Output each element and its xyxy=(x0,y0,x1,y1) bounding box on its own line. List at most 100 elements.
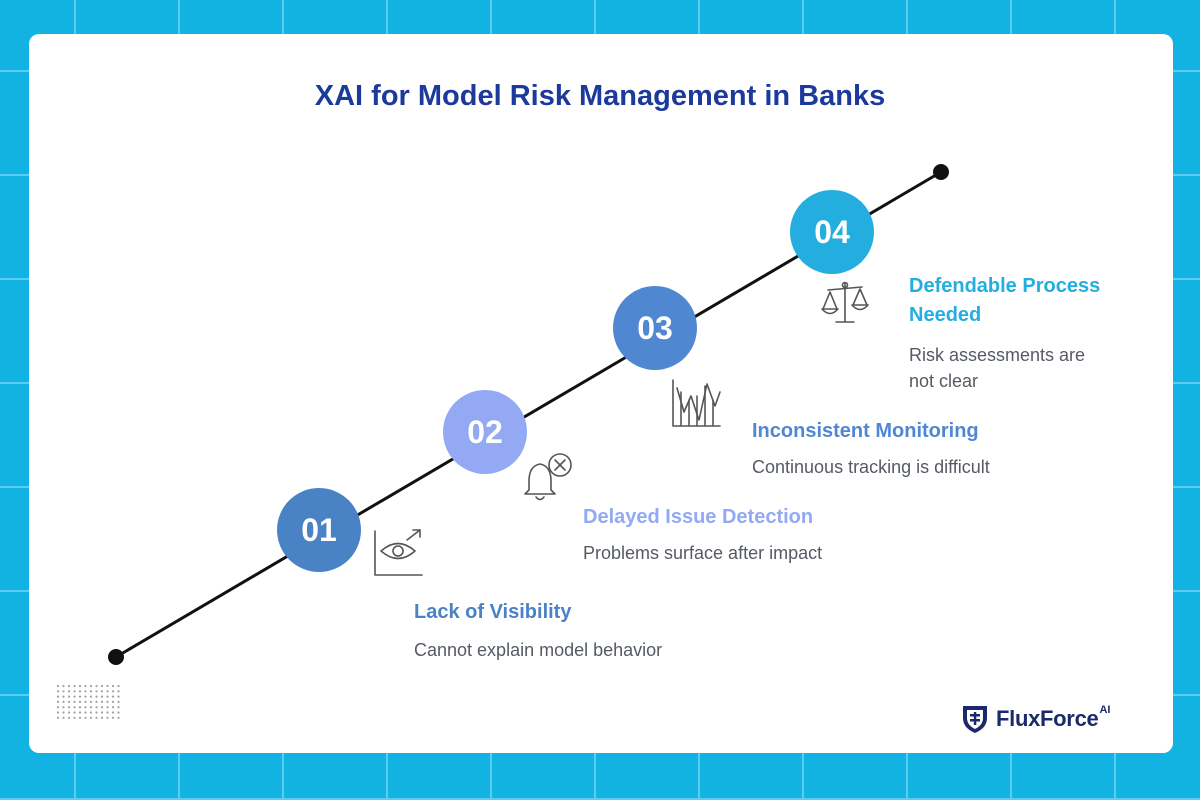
decorative-dot xyxy=(78,700,82,704)
step-03-description: Continuous tracking is difficult xyxy=(752,457,990,477)
decorative-dot xyxy=(62,706,65,709)
decorative-dot xyxy=(117,690,120,693)
decorative-dot xyxy=(67,695,71,698)
step-04-description: Risk assessments are not clear xyxy=(909,345,1086,391)
decorative-dot xyxy=(111,690,115,693)
decorative-dot xyxy=(84,711,87,714)
decorative-dot xyxy=(84,700,87,704)
decorative-dot xyxy=(89,695,93,698)
decorative-dot xyxy=(100,700,104,704)
decorative-dot xyxy=(67,684,71,688)
decorative-dot xyxy=(106,711,109,714)
step-02-description: Problems surface after impact xyxy=(583,543,823,563)
dot-grid-decoration xyxy=(56,684,120,719)
decorative-dot xyxy=(106,690,109,693)
decorative-dot xyxy=(78,695,82,698)
decorative-dot xyxy=(84,716,87,719)
decorative-dot xyxy=(117,716,120,719)
timeline-start-dot xyxy=(108,649,124,665)
decorative-dot xyxy=(73,700,76,704)
decorative-dot xyxy=(84,695,87,698)
step-01-number: 01 xyxy=(301,511,337,548)
content-card xyxy=(29,34,1173,753)
decorative-dot xyxy=(117,711,120,714)
decorative-dot xyxy=(56,690,60,693)
decorative-dot xyxy=(73,690,76,693)
step-03-title: Inconsistent Monitoring xyxy=(752,420,979,442)
decorative-dot xyxy=(56,716,60,719)
logo-name: FluxForce xyxy=(996,706,1099,731)
decorative-dot xyxy=(111,695,115,698)
step-01-description: Cannot explain model behavior xyxy=(414,640,663,660)
step-04-title: Defendable Process Needed xyxy=(909,275,1101,326)
decorative-dot xyxy=(100,711,104,714)
decorative-dot xyxy=(73,695,76,698)
decorative-dot xyxy=(106,716,109,719)
eye-chart-icon xyxy=(374,529,423,576)
decorative-dot xyxy=(117,684,120,688)
step-01-badge: 01 xyxy=(277,488,361,572)
decorative-dot xyxy=(100,716,104,719)
decorative-dot xyxy=(56,684,60,688)
decorative-dot xyxy=(67,716,71,719)
decorative-dot xyxy=(89,716,93,719)
step-04-badge: 04 xyxy=(790,190,874,274)
step-02-title: Delayed Issue Detection xyxy=(583,506,814,528)
decorative-dot xyxy=(89,684,93,688)
decorative-dot xyxy=(89,690,93,693)
decorative-dot xyxy=(84,684,87,688)
step-03-number: 03 xyxy=(637,309,673,346)
decorative-dot xyxy=(111,706,115,709)
decorative-dot xyxy=(62,716,65,719)
step-02-badge: 02 xyxy=(443,390,527,474)
decorative-dot xyxy=(67,711,71,714)
decorative-dot xyxy=(95,700,98,704)
decorative-dot xyxy=(100,684,104,688)
decorative-dot xyxy=(73,711,76,714)
step-04-number: 04 xyxy=(814,213,850,250)
decorative-dot xyxy=(56,700,60,704)
decorative-dot xyxy=(62,684,65,688)
decorative-dot xyxy=(111,700,115,704)
decorative-dot xyxy=(95,684,98,688)
decorative-dot xyxy=(95,716,98,719)
decorative-dot xyxy=(84,706,87,709)
decorative-dot xyxy=(73,684,76,688)
decorative-dot xyxy=(95,695,98,698)
decorative-dot xyxy=(106,695,109,698)
scales-icon xyxy=(821,281,869,323)
timeline-end-dot xyxy=(933,164,949,180)
decorative-dot xyxy=(89,711,93,714)
decorative-dot xyxy=(111,711,115,714)
decorative-dot xyxy=(95,690,98,693)
page-title: XAI for Model Risk Management in Banks xyxy=(314,80,886,112)
decorative-dot xyxy=(84,690,87,693)
decorative-dot xyxy=(100,690,104,693)
decorative-dot xyxy=(62,711,65,714)
decorative-dot xyxy=(100,706,104,709)
logo-superscript: AI xyxy=(1099,704,1111,716)
step-02-number: 02 xyxy=(467,413,503,450)
step-03-badge: 03 xyxy=(613,286,697,370)
decorative-dot xyxy=(95,711,98,714)
erratic-chart-icon xyxy=(672,379,721,427)
decorative-dot xyxy=(73,716,76,719)
decorative-dot xyxy=(95,706,98,709)
decorative-dot xyxy=(111,716,115,719)
decorative-dot xyxy=(100,695,104,698)
decorative-dot xyxy=(117,700,120,704)
decorative-dot xyxy=(89,700,93,704)
bell-cancel-icon xyxy=(524,453,572,501)
decorative-dot xyxy=(78,716,82,719)
decorative-dot xyxy=(62,700,65,704)
decorative-dot xyxy=(73,706,76,709)
decorative-dot xyxy=(78,690,82,693)
decorative-dot xyxy=(62,695,65,698)
decorative-dot xyxy=(56,695,60,698)
decorative-dot xyxy=(106,700,109,704)
decorative-dot xyxy=(117,706,120,709)
decorative-dot xyxy=(78,706,82,709)
decorative-dot xyxy=(67,706,71,709)
decorative-dot xyxy=(117,695,120,698)
